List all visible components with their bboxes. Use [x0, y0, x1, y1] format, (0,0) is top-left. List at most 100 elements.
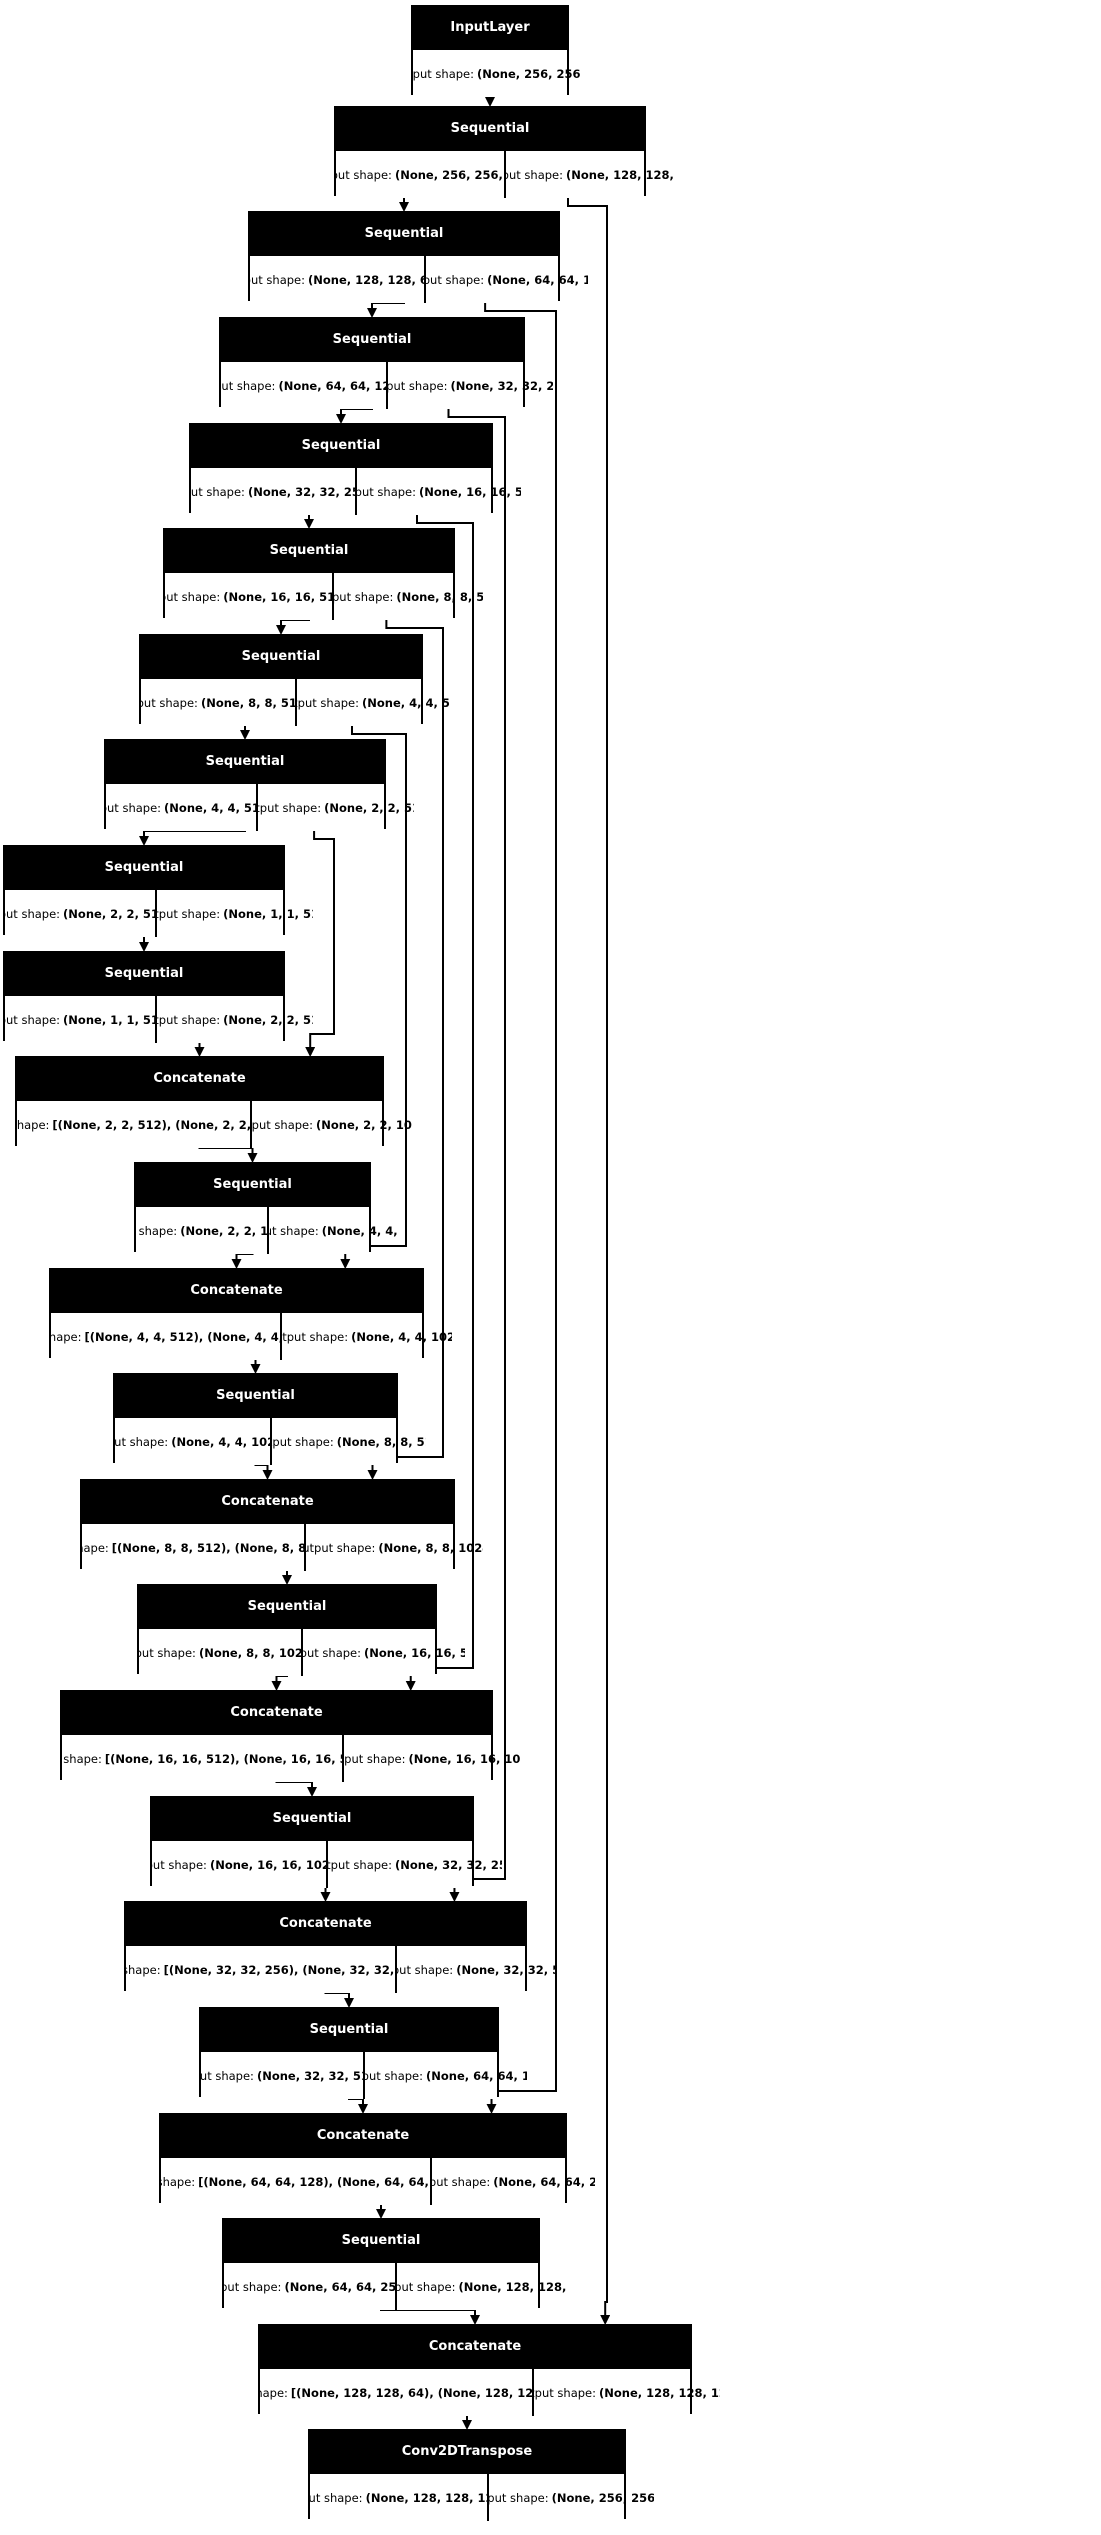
node-title: Sequential — [115, 1375, 396, 1416]
node-shape-row: Input shape:[(None, 8, 8, 512), (None, 8… — [82, 1522, 483, 1571]
shape-prefix: Input shape: — [126, 1962, 161, 1977]
shape-prefix: Output shape: — [297, 695, 360, 710]
node-output-shape: Output shape:(None, 128, 128, 64) — [397, 2263, 568, 2310]
graph-node-seq_12[interactable]: SequentialInput shape:(None, 8, 8, 1024)… — [137, 1584, 465, 1676]
graph-node-seq_7[interactable]: SequentialInput shape:(None, 4, 4, 512)O… — [104, 739, 414, 831]
shape-prefix: Input shape: — [139, 1645, 196, 1660]
shape-value: (None, 16, 16, 1024) — [408, 1751, 521, 1766]
graph-node-seq_6[interactable]: SequentialInput shape:(None, 8, 8, 512)O… — [139, 634, 451, 726]
shape-prefix: Output shape: — [426, 272, 485, 287]
node-shape-row: Input shape:(None, 16, 16, 1024)Output s… — [152, 1839, 502, 1888]
node-output-shape: Output shape:(None, 4, 4, 512) — [297, 679, 451, 726]
shape-prefix: Output shape: — [272, 1434, 334, 1449]
node-title: Concatenate — [62, 1692, 491, 1733]
node-shape-row: Input shape:(None, 4, 4, 1024)Output sha… — [115, 1416, 426, 1465]
shape-prefix: Input shape: — [165, 589, 221, 604]
graph-node-concat_1[interactable]: ConcatenateInput shape:[(None, 2, 2, 512… — [15, 1056, 412, 1148]
node-output-shape: Output shape:(None, 16, 16, 512) — [303, 1629, 465, 1676]
shape-value: (None, 64, 64, 256) — [284, 2279, 397, 2294]
node-title: Sequential — [221, 319, 523, 360]
shape-prefix: Input shape: — [17, 1117, 50, 1132]
shape-value: (None, 1, 1, 512) — [63, 1012, 155, 1027]
node-title: Sequential — [224, 2220, 538, 2261]
shape-prefix: Input shape: — [62, 1751, 102, 1766]
node-input-shape: Input shape:(None, 8, 8, 512) — [141, 679, 297, 726]
shape-value: (None, 8, 8, 1024) — [198, 1645, 303, 1660]
node-output-shape: Output shape:(None, 4, 4, 512) — [269, 1207, 400, 1254]
shape-value: (None, 8, 8, 512) — [200, 695, 297, 710]
graph-node-seq_15[interactable]: SequentialInput shape:(None, 64, 64, 256… — [222, 2218, 568, 2310]
graph-node-seq_3[interactable]: SequentialInput shape:(None, 64, 64, 128… — [219, 317, 553, 409]
graph-node-concat_3[interactable]: ConcatenateInput shape:[(None, 8, 8, 512… — [80, 1479, 483, 1571]
shape-prefix: Input shape: — [82, 1540, 109, 1555]
node-input-shape: Input shape:(None, 64, 64, 128) — [221, 362, 388, 409]
node-shape-row: Input shape:[(None, 2, 2, 512), (None, 2… — [17, 1099, 412, 1148]
shape-prefix: Output shape: — [388, 378, 448, 393]
graph-node-concat_7[interactable]: ConcatenateInput shape:[(None, 128, 128,… — [258, 2324, 720, 2416]
shape-value: (None, 128, 128, 128) — [599, 2385, 720, 2400]
node-title: Concatenate — [126, 1903, 525, 1944]
shape-value: (None, 4, 4, 1024) — [351, 1329, 452, 1344]
shape-value: (None, 32, 32, 256) — [450, 378, 553, 393]
node-input-shape: Input shape:(None, 4, 4, 512) — [106, 784, 259, 831]
shape-value: (None, 2, 2, 1024) — [180, 1223, 269, 1238]
shape-value: (None, 128, 128, 64) — [458, 2279, 568, 2294]
graph-node-input_layer[interactable]: InputLayerOutput shape:(None, 256, 256, … — [411, 5, 581, 97]
graph-node-concat_6[interactable]: ConcatenateInput shape:[(None, 64, 64, 1… — [159, 2113, 595, 2205]
shape-value: (None, 16, 16, 1024) — [209, 1857, 326, 1872]
node-input-shape: Input shape:(None, 32, 32, 512) — [201, 2052, 365, 2099]
shape-value: (None, 8, 8, 512) — [336, 1434, 426, 1449]
shape-prefix: Output shape: — [157, 1012, 221, 1027]
shape-prefix: Input shape: — [221, 378, 276, 393]
graph-node-concat_5[interactable]: ConcatenateInput shape:[(None, 32, 32, 2… — [124, 1901, 555, 1993]
shape-value: [(None, 16, 16, 512), (None, 16, 16, 512… — [104, 1751, 342, 1766]
shape-prefix: Input shape: — [115, 1434, 169, 1449]
shape-value: (None, 32, 32, 512) — [456, 1962, 555, 1977]
shape-prefix: Output shape: — [157, 906, 221, 921]
node-output-shape: Output shape:(None, 32, 32, 256) — [328, 1841, 502, 1888]
graph-node-seq_8[interactable]: SequentialInput shape:(None, 2, 2, 512)O… — [3, 845, 313, 937]
graph-node-seq_5[interactable]: SequentialInput shape:(None, 16, 16, 512… — [163, 528, 483, 620]
graph-node-seq_1[interactable]: SequentialInput shape:(None, 256, 256, 3… — [334, 106, 674, 198]
shape-value: (None, 256, 256, 3) — [551, 2490, 654, 2505]
graph-node-seq_14[interactable]: SequentialInput shape:(None, 32, 32, 512… — [199, 2007, 527, 2099]
shape-prefix: Output shape: — [333, 589, 394, 604]
graph-node-concat_4[interactable]: ConcatenateInput shape:[(None, 16, 16, 5… — [60, 1690, 521, 1782]
shape-value: (None, 32, 32, 512) — [256, 2068, 363, 2083]
node-shape-row: Input shape:(None, 8, 8, 512)Output shap… — [141, 677, 451, 726]
node-output-shape: Output shape:(None, 16, 16, 1024) — [344, 1735, 521, 1782]
graph-node-seq_2[interactable]: SequentialInput shape:(None, 128, 128, 6… — [248, 211, 588, 303]
shape-value: [(None, 8, 8, 512), (None, 8, 8, 512)] — [111, 1540, 306, 1555]
shape-prefix: Input shape: — [336, 167, 392, 182]
graph-node-seq_10[interactable]: SequentialInput shape:(None, 2, 2, 1024)… — [134, 1162, 399, 1254]
node-input-shape: Input shape:[(None, 16, 16, 512), (None,… — [62, 1735, 344, 1782]
shape-prefix: Input shape: — [106, 800, 162, 815]
shape-value: (None, 2, 2, 1024) — [316, 1117, 412, 1132]
graph-node-conv2d_transpose[interactable]: Conv2DTransposeInput shape:(None, 128, 1… — [308, 2429, 654, 2521]
node-output-shape: Output shape:(None, 128, 128, 128) — [534, 2369, 720, 2416]
node-input-shape: Input shape:(None, 128, 128, 128) — [310, 2474, 490, 2521]
shape-prefix: Output shape: — [303, 1645, 362, 1660]
graph-node-concat_2[interactable]: ConcatenateInput shape:[(None, 4, 4, 512… — [49, 1268, 452, 1360]
shape-value: (None, 2, 2, 512) — [63, 906, 155, 921]
graph-node-seq_13[interactable]: SequentialInput shape:(None, 16, 16, 102… — [150, 1796, 502, 1888]
node-output-shape: Output shape:(None, 256, 256, 3) — [489, 2474, 654, 2521]
shape-prefix: Output shape: — [413, 66, 475, 81]
node-shape-row: Input shape:(None, 2, 2, 1024)Output sha… — [136, 1205, 399, 1254]
node-output-shape: Output shape:(None, 2, 2, 512) — [157, 996, 313, 1043]
graph-node-seq_9[interactable]: SequentialInput shape:(None, 1, 1, 512)O… — [3, 951, 313, 1043]
shape-prefix: Input shape: — [224, 2279, 282, 2294]
node-title: InputLayer — [413, 7, 567, 48]
shape-value: (None, 4, 4, 512) — [164, 800, 256, 815]
shape-value: (None, 8, 8, 512) — [396, 589, 483, 604]
shape-prefix: Output shape: — [252, 1117, 314, 1132]
node-shape-row: Input shape:(None, 64, 64, 128)Output sh… — [221, 360, 553, 409]
shape-value: (None, 64, 64, 256) — [493, 2174, 595, 2189]
node-input-shape: Input shape:[(None, 64, 64, 128), (None,… — [161, 2158, 432, 2205]
graph-node-seq_11[interactable]: SequentialInput shape:(None, 4, 4, 1024)… — [113, 1373, 426, 1465]
graph-node-seq_4[interactable]: SequentialInput shape:(None, 32, 32, 256… — [189, 423, 521, 515]
shape-value: (None, 4, 4, 512) — [321, 1223, 399, 1238]
node-output-shape: Output shape:(None, 1, 1, 512) — [157, 890, 313, 937]
node-shape-row: Input shape:[(None, 16, 16, 512), (None,… — [62, 1733, 521, 1782]
node-title: Sequential — [191, 425, 491, 466]
